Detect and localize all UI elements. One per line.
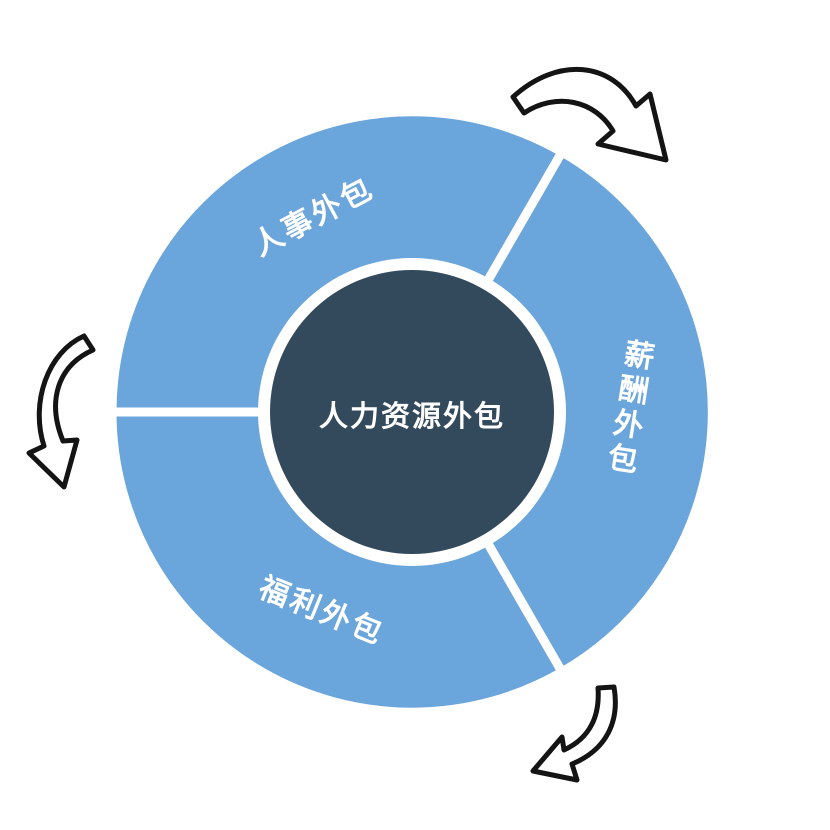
clockwise-arrow-left-icon xyxy=(26,333,96,490)
clockwise-arrow-bottom-right-icon xyxy=(530,684,618,783)
clockwise-arrow-top-right-icon xyxy=(510,66,669,163)
hub-circle xyxy=(270,270,554,554)
center-label: 人力资源外包 xyxy=(318,399,506,433)
